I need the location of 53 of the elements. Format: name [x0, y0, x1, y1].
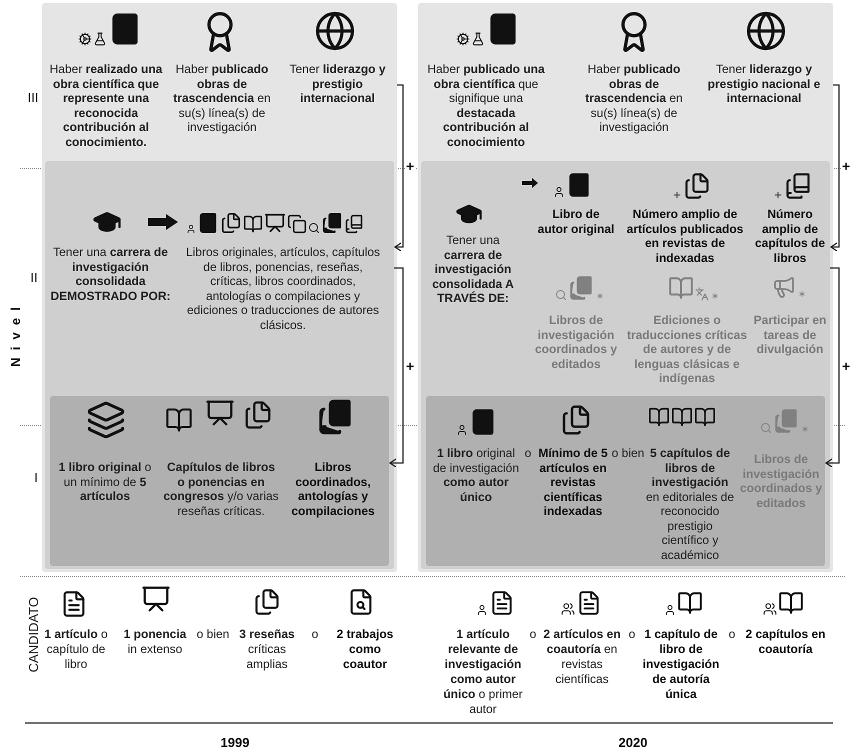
requirement-text: Mínimo de 5 artículos en revistas científicas indexadas	[537, 446, 609, 518]
year-label: 1999	[220, 734, 250, 748]
requirement-text: Haber realizado una obra científica que represente una reconocida contribución al conocimiento.	[48, 62, 164, 149]
level-numeral: III	[26, 89, 40, 107]
level-panel	[421, 161, 830, 569]
requirement-text: Haber publicado una obra científica que signifique una destacada contribución al conocimiento	[426, 62, 546, 149]
level-panel	[426, 396, 825, 566]
requirement-text: 1 libro original o un mínimo de 5 artículos	[58, 460, 152, 504]
requirement-text: 1 capítulo de libro de investigación de autoría única	[642, 627, 720, 702]
requirement-text: 2 trabajos como coautor	[336, 627, 394, 672]
axis-title: CANDIDATO	[25, 597, 42, 672]
level-numeral: I	[33, 469, 39, 487]
requirement-text: Número amplio de artículos publicados en revistas de indexadas	[626, 207, 744, 265]
requirement-text: Libros coordinados, antologías y compilaciones	[290, 460, 376, 518]
connector-word: o	[728, 627, 736, 642]
requirement-text: Libros originales, artículos, capítulos de libros, ponencias, reseñas, críticas, libros coordinados, antologías o compilaciones y ediciones o traducciones de autores clásicos.	[184, 245, 382, 332]
level-panel	[418, 3, 833, 572]
requirement-text: Ediciones o traducciones críticas de autores y de lenguas clásicas e indígenas	[626, 313, 748, 386]
requirement-text: Libro de autor original	[537, 207, 615, 236]
requirement-text: Libros de investigación coordinados y editados	[534, 313, 618, 371]
requirement-text: Tener liderazgo y prestigio internacional	[288, 62, 387, 106]
requirement-text: 1 libro original de investigación como autor único	[432, 446, 520, 504]
connector-word: o	[310, 627, 320, 642]
requirement-text: Tener una carrera de investigación consolidada A TRAVÉS DE:	[431, 233, 515, 306]
requirement-text: Número amplio de capítulos de libros	[754, 207, 826, 265]
requirement-text: Tener una carrera de investigación consolidada DEMOSTRADO POR:	[50, 245, 172, 303]
requirement-text: o bien	[610, 446, 646, 460]
connector-word: o	[528, 627, 538, 642]
bracket-arrow	[830, 84, 840, 252]
level-numeral: II	[29, 269, 39, 287]
bracket-arrow	[389, 267, 404, 468]
level-panel	[45, 161, 394, 569]
connector-word: o bien	[196, 627, 230, 642]
axis-title: Nivel	[7, 300, 24, 367]
requirement-text: 2 artículos en coautoría en revistas científicas	[542, 627, 622, 687]
requirement-text: 3 reseñas críticas amplias	[238, 627, 296, 672]
requirement-text: 1 artículo relevante de investigación como autor único o primer autor	[442, 627, 524, 717]
requirement-text: Capítulos de libros o ponencias en congresos y/o varias reseñas críticas.	[163, 460, 279, 518]
bracket-arrow	[825, 267, 840, 468]
requirement-text: Haber publicado obras de trascendencia en su(s) línea(s) de investigación	[172, 62, 272, 134]
requirement-text: 5 capítulos de libros de investigación en editoriales de reconocido prestigio científico y académico	[645, 446, 735, 562]
requirement-text: 2 capítulos en coautoría	[744, 627, 827, 657]
requirement-text: 1 ponencia in extenso	[122, 627, 188, 657]
requirement-text: o	[524, 446, 532, 460]
requirement-text: Participar en tareas de divulgación	[752, 313, 828, 356]
level-panel	[42, 3, 397, 572]
connector-word: o	[628, 627, 636, 642]
bracket-arrow	[394, 84, 404, 252]
year-label: 2020	[618, 734, 648, 748]
requirement-text: Haber publicado obras de trascendencia en su(s) línea(s) de investigación	[584, 62, 684, 134]
level-panel	[50, 396, 389, 566]
requirement-text: 1 artículo o capítulo de libro	[44, 627, 108, 672]
requirement-text: Tener liderazgo y prestigio nacional e internacional	[706, 62, 822, 106]
